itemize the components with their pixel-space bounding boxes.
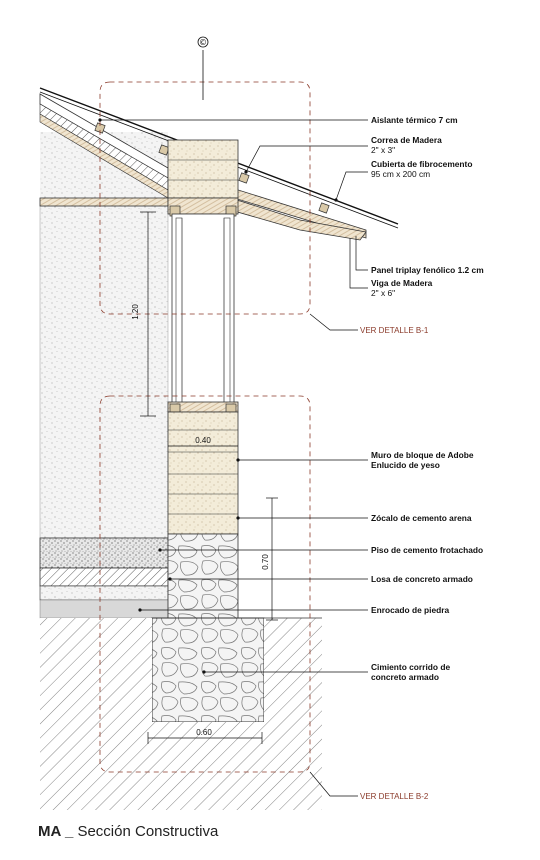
label-viga-size: 2" x 6": [371, 288, 395, 298]
detail-b2-boundary: [99, 395, 311, 773]
dim-wall-thickness-text: 0.40: [195, 436, 211, 445]
leader-lines: [100, 119, 368, 797]
label-panel: Panel triplay fenólico 1.2 cm: [371, 265, 484, 275]
drawing-title-text: Sección Constructiva: [77, 823, 219, 840]
drawing-title: MA _ Sección Constructiva: [38, 823, 218, 840]
label-enlucido: Enlucido de yeso: [371, 460, 440, 470]
label-enrocado: Enrocado de piedra: [371, 605, 450, 615]
stone-foundation-wall: [167, 533, 239, 619]
label-correa: Correa de Madera: [371, 135, 442, 145]
concrete-slab: [39, 567, 169, 587]
label-piso: Piso de cemento frotachado: [371, 545, 483, 555]
window-frame: [167, 213, 239, 413]
ref-detail-b1: VER DETALLE B-1: [360, 326, 429, 335]
label-zocalo: Zócalo de cemento arena: [371, 513, 472, 523]
dim-plinth-height-text: 0.70: [261, 554, 270, 570]
ref-detail-b2: VER DETALLE B-2: [360, 792, 429, 801]
label-aislante: Aislante térmico 7 cm: [371, 115, 458, 125]
dim-footing-width: 0.60: [147, 728, 263, 744]
earth-hatch: [40, 618, 322, 810]
label-cimiento: Cimiento corrido de: [371, 662, 450, 672]
label-cimiento-2: concreto armado: [371, 672, 439, 682]
stone-fill-layer: [39, 585, 169, 601]
label-viga: Viga de Madera: [371, 278, 433, 288]
label-correa-size: 2" x 3": [371, 145, 395, 155]
leader-dots: [98, 118, 338, 674]
adobe-wall-upper: [167, 139, 239, 199]
dim-window-height: 1.20: [131, 211, 156, 417]
label-muro: Muro de bloque de Adobe: [371, 450, 474, 460]
dim-footing-width-text: 0.60: [196, 728, 212, 737]
label-cubierta-size: 95 cm x 200 cm: [371, 169, 430, 179]
interior-wall-plaster: [39, 205, 169, 539]
drawing-title-code: MA _: [38, 823, 74, 840]
adobe-wall-lower: [167, 411, 239, 535]
ceiling-beam: [39, 197, 169, 207]
dim-window-height-text: 1.20: [131, 304, 140, 320]
label-cubierta: Cubierta de fibrocemento: [371, 159, 472, 169]
dim-plinth-height: 0.70: [261, 497, 278, 621]
dim-wall-thickness: 0.40: [168, 436, 238, 447]
foundation-footing: [151, 617, 265, 723]
cement-floor: [39, 537, 169, 569]
section-marker-symbol: ©: [199, 38, 207, 47]
detail-b1-boundary: [99, 81, 311, 315]
section-marker-circle: [197, 36, 209, 48]
label-losa: Losa de concreto armado: [371, 574, 473, 584]
